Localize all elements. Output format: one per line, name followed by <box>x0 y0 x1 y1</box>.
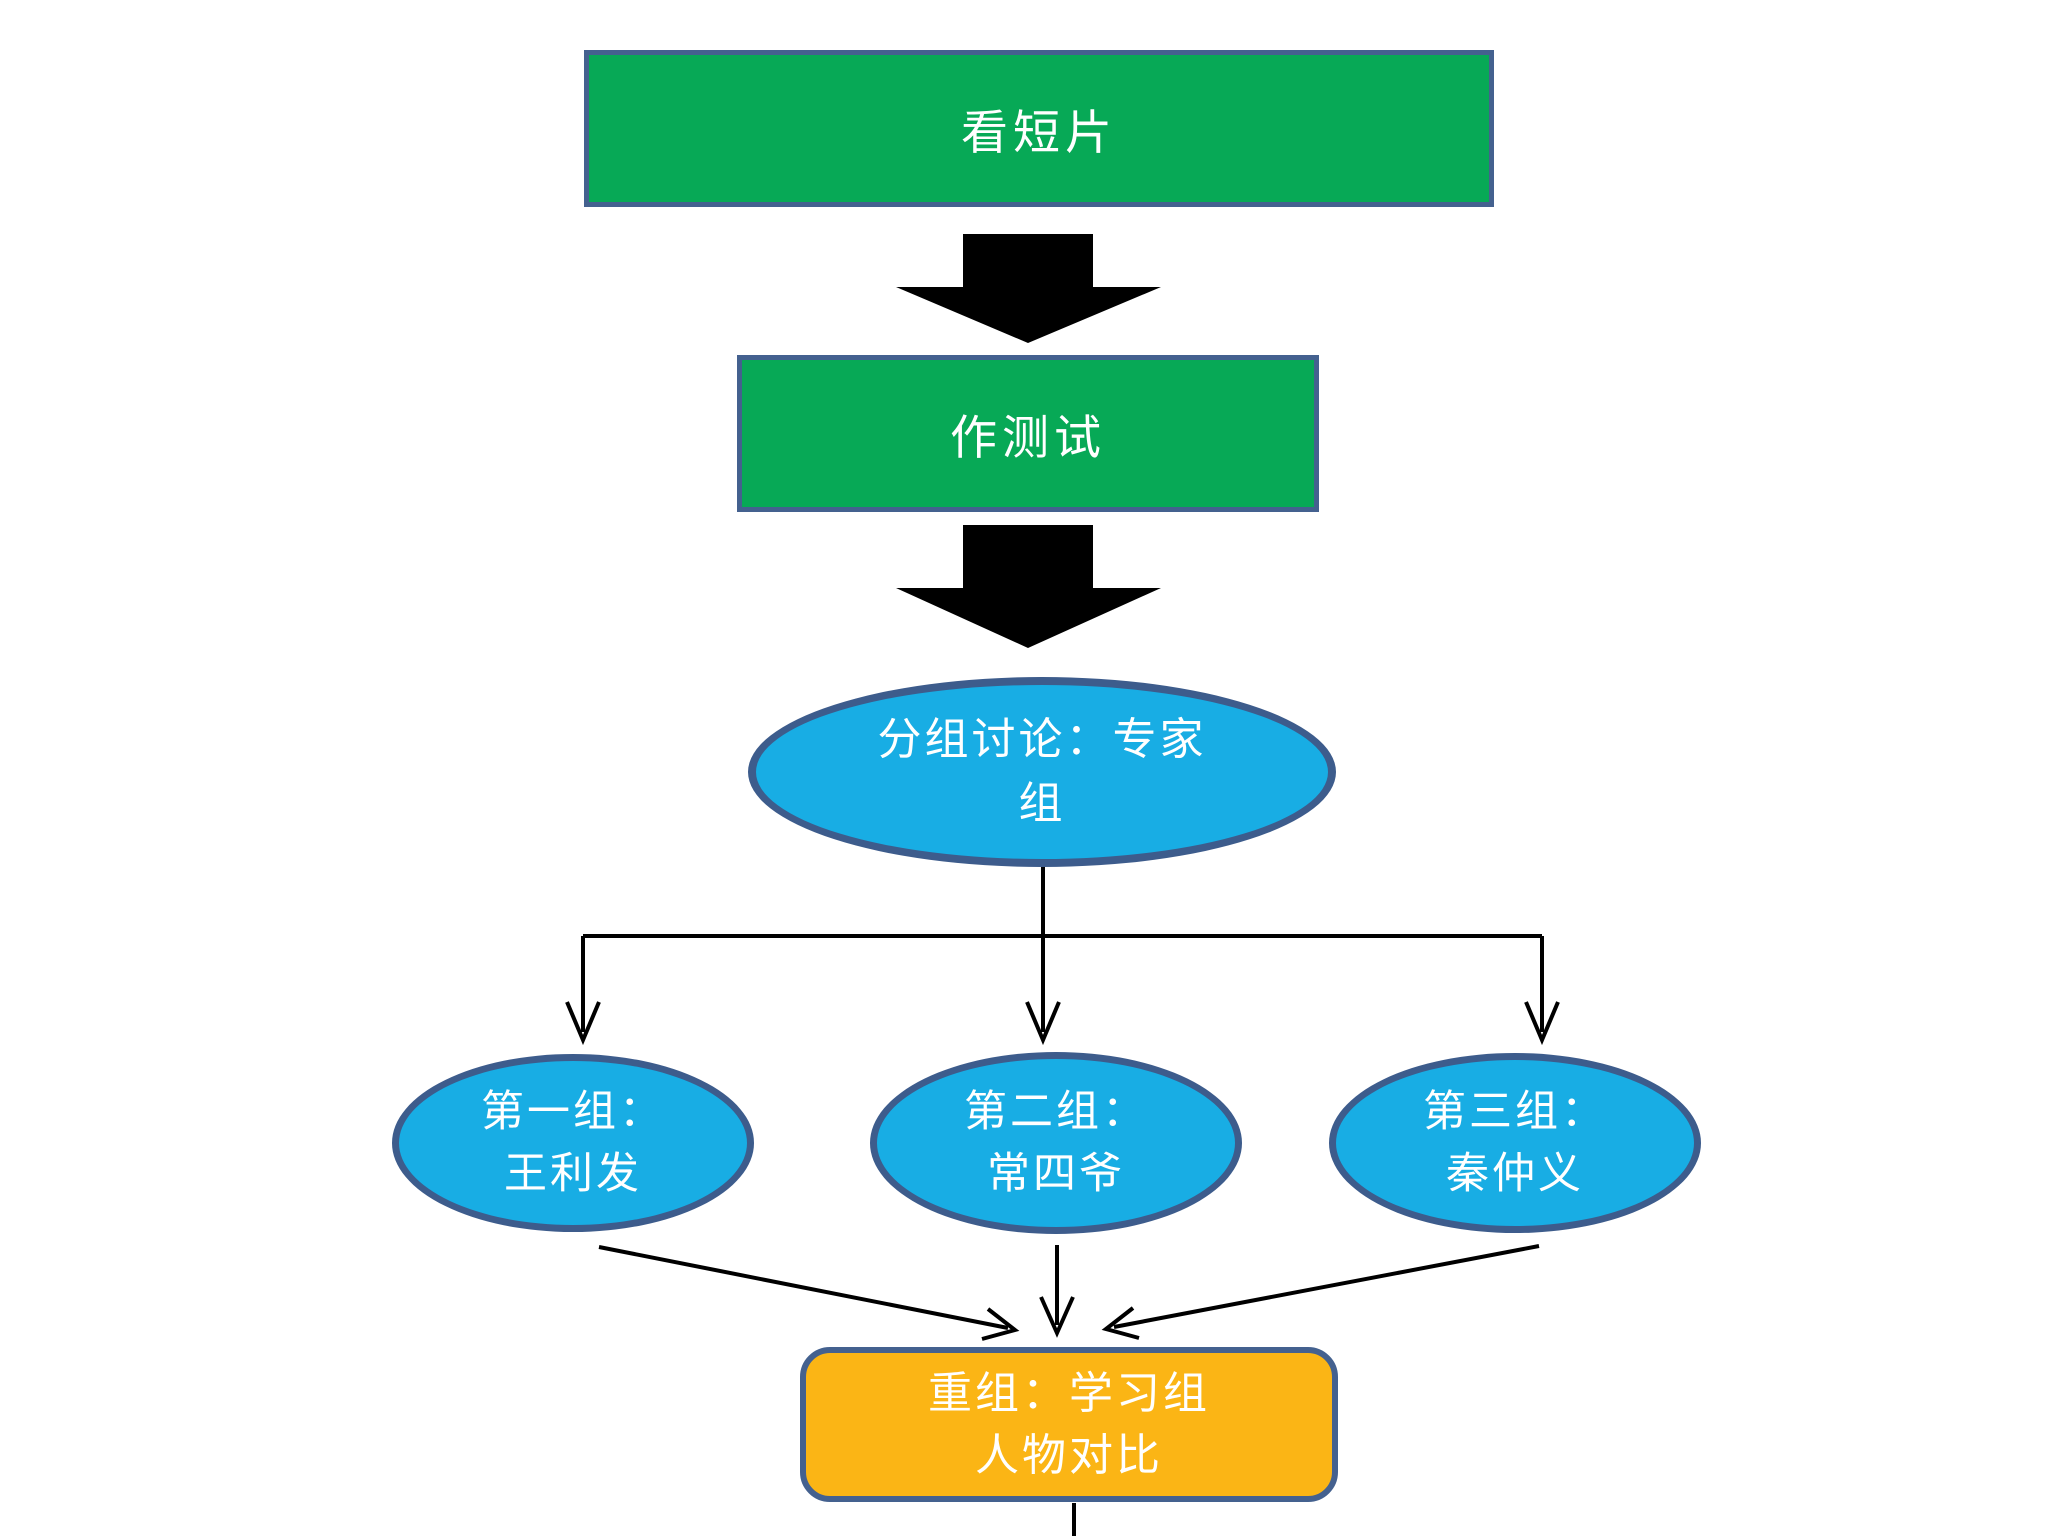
node-group-1: 第一组： 王利发 <box>392 1054 754 1232</box>
merge-right-line <box>1113 1244 1540 1329</box>
merge-connector <box>598 1244 1540 1341</box>
node-expert-discussion-line1: 分组讨论：专家 <box>877 714 1207 765</box>
node-group-3: 第三组： 秦仲义 <box>1329 1053 1701 1233</box>
arrowhead-merge-left-icon <box>981 1307 1020 1341</box>
node-group-2: 第二组： 常四爷 <box>870 1052 1242 1234</box>
node-group-2-line1: 第二组： <box>964 1087 1148 1137</box>
node-watch-video: 看短片 <box>584 50 1494 207</box>
node-take-test: 作测试 <box>737 355 1319 512</box>
arrowhead-merge-middle-icon <box>1039 1296 1075 1338</box>
node-group-1-line2: 王利发 <box>504 1149 642 1199</box>
node-expert-discussion: 分组讨论：专家 组 <box>748 677 1336 867</box>
node-group-2-line2: 常四爷 <box>987 1149 1125 1199</box>
node-take-test-label: 作测试 <box>950 411 1106 466</box>
node-group-1-line1: 第一组： <box>481 1087 665 1137</box>
node-group-3-line2: 秦仲义 <box>1446 1149 1584 1199</box>
node-regroup: 重组：学习组 人物对比 <box>800 1347 1338 1502</box>
node-watch-video-label: 看短片 <box>961 106 1117 161</box>
merge-left-line <box>598 1245 1009 1330</box>
node-regroup-line1: 重组：学习组 <box>928 1367 1210 1419</box>
node-regroup-line2: 人物对比 <box>975 1429 1163 1481</box>
block-arrow-down-1-icon <box>896 234 1161 343</box>
arrowhead-down-left-icon <box>565 1001 601 1046</box>
arrowhead-down-right-icon <box>1524 1001 1560 1046</box>
node-group-3-line1: 第三组： <box>1423 1087 1607 1137</box>
branch-connector <box>565 865 1560 1046</box>
arrowhead-down-middle-icon <box>1025 1001 1061 1046</box>
block-arrow-down-2-icon <box>896 525 1161 648</box>
node-expert-discussion-line2: 组 <box>1018 778 1066 829</box>
arrowhead-merge-right-icon <box>1101 1306 1140 1340</box>
